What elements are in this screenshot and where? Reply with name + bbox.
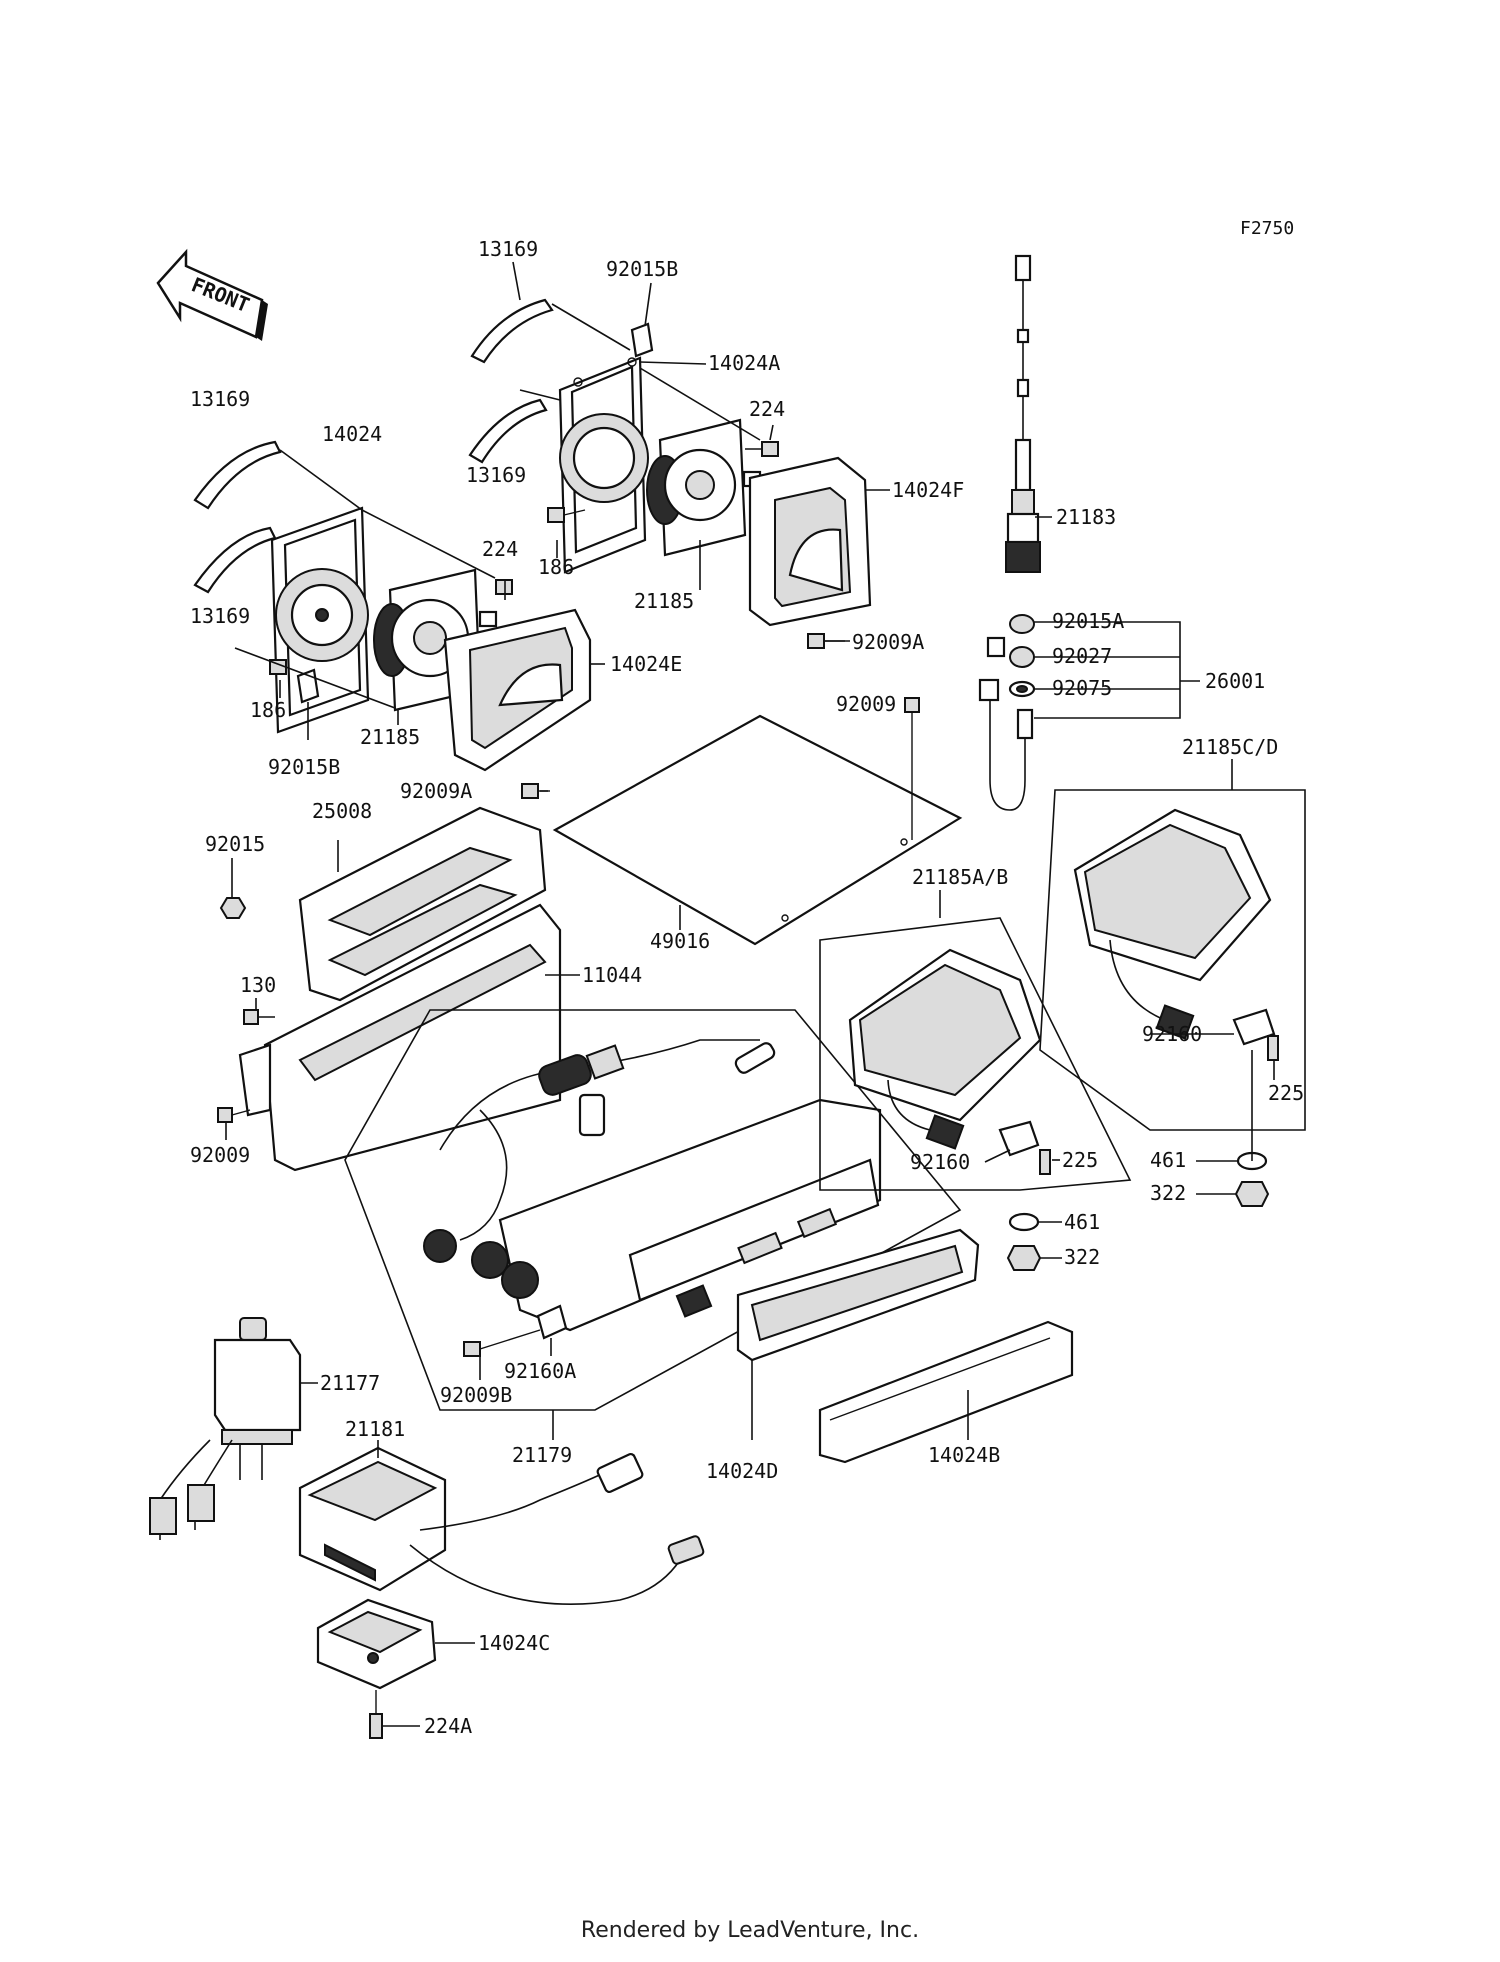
label-461-right: 461 xyxy=(1150,1148,1186,1172)
label-21185AB: 21185A/B xyxy=(912,865,1008,889)
amplifier-21181 xyxy=(298,1446,705,1605)
label-25008: 25008 xyxy=(312,799,372,823)
label-11044: 11044 xyxy=(582,963,642,987)
label-92015A: 92015A xyxy=(1052,609,1124,633)
front-arrow-icon: FRONT xyxy=(156,248,268,341)
label-92009B: 92009B xyxy=(440,1383,512,1407)
nut-92015 xyxy=(219,897,247,919)
screw-224A xyxy=(369,1690,383,1739)
screw-92009B xyxy=(463,1329,541,1357)
label-21185CD: 21185C/D xyxy=(1182,735,1278,759)
label-225-right: 225 xyxy=(1268,1081,1304,1105)
label-13169-mid: 13169 xyxy=(466,463,526,487)
bracket-92015B-top xyxy=(630,322,654,358)
label-92027: 92027 xyxy=(1052,644,1112,668)
label-21177: 21177 xyxy=(320,1371,380,1395)
label-14024F: 14024F xyxy=(892,478,964,502)
label-224A: 224A xyxy=(424,1714,472,1738)
label-130: 130 xyxy=(240,973,276,997)
connector-92160-right xyxy=(1232,1008,1276,1046)
screw-224-top xyxy=(745,441,779,457)
screw-224-left xyxy=(495,579,513,595)
radio-unit-21179 xyxy=(498,1098,882,1332)
label-13169-left: 13169 xyxy=(190,387,250,411)
remote-21185CD xyxy=(1073,808,1272,1040)
label-21185-left: 21185 xyxy=(360,725,420,749)
label-21179: 21179 xyxy=(512,1443,572,1467)
label-14024A: 14024A xyxy=(708,351,780,375)
washer-461-mid xyxy=(1008,1212,1040,1232)
speaker-21185-top xyxy=(646,418,762,557)
screw-225-mid xyxy=(1039,1149,1051,1175)
label-224-left: 224 xyxy=(482,537,518,561)
antenna-21183 xyxy=(1005,254,1041,573)
label-186-left: 186 xyxy=(250,698,286,722)
label-21181: 21181 xyxy=(345,1417,405,1441)
label-14024: 14024 xyxy=(322,422,382,446)
label-14024D: 14024D xyxy=(706,1459,778,1483)
nut-322-mid xyxy=(1006,1245,1042,1271)
label-186-mid: 186 xyxy=(538,555,574,579)
label-461-mid: 461 xyxy=(1064,1210,1100,1234)
label-92009A-mid: 92009A xyxy=(852,630,924,654)
clip-92160A xyxy=(536,1304,568,1340)
label-92009A-left: 92009A xyxy=(400,779,472,803)
label-92015B-left: 92015B xyxy=(268,755,340,779)
label-92015B-top: 92015B xyxy=(606,257,678,281)
label-14024E: 14024E xyxy=(610,652,682,676)
speaker-cover-14024F xyxy=(748,456,872,627)
screw-225-right xyxy=(1267,1035,1279,1061)
label-14024C: 14024C xyxy=(478,1631,550,1655)
leader-lines xyxy=(225,261,1275,1727)
plate-49016 xyxy=(552,714,963,946)
footer-credit: Rendered by LeadVenture, Inc. xyxy=(580,1918,920,1943)
washer-92075 xyxy=(1008,680,1036,698)
cover-14024B xyxy=(818,1320,1074,1464)
nut-322-right xyxy=(1234,1181,1270,1207)
connector-92160-mid xyxy=(998,1120,1040,1157)
screw-186-top xyxy=(547,507,586,523)
speaker-grille-14024 xyxy=(270,506,370,734)
switch-21177 xyxy=(149,1317,302,1540)
screw-130 xyxy=(243,1009,275,1025)
figure-code: F2750 xyxy=(1240,218,1294,239)
label-225-mid: 225 xyxy=(1062,1148,1098,1172)
cover-14024D xyxy=(736,1228,980,1362)
gasket-13169-top xyxy=(470,298,554,364)
label-92075: 92075 xyxy=(1052,676,1112,700)
part-labels: 13169 92015B 14024A 13169 14024 224 1316… xyxy=(190,237,1304,1738)
label-14024B: 14024B xyxy=(928,1443,1000,1467)
label-322-right: 322 xyxy=(1150,1181,1186,1205)
bracket-25008 xyxy=(298,806,547,1002)
label-322-mid: 322 xyxy=(1064,1245,1100,1269)
bracket-11044 xyxy=(238,903,562,1172)
gasket-13169-mid xyxy=(468,398,548,464)
label-26001: 26001 xyxy=(1205,669,1265,693)
washer-92015A xyxy=(1009,614,1035,634)
gasket-13169-left xyxy=(193,440,282,510)
gasket-13169-low xyxy=(193,526,277,594)
label-13169-low: 13169 xyxy=(190,604,250,628)
cover-14024C xyxy=(316,1598,437,1690)
spacer-92027 xyxy=(1009,646,1035,668)
label-224-mid: 224 xyxy=(749,397,785,421)
label-92009-left: 92009 xyxy=(190,1143,250,1167)
label-92160-mid: 92160 xyxy=(910,1150,970,1174)
label-92160-right: 92160 xyxy=(1142,1022,1202,1046)
label-92015: 92015 xyxy=(205,832,265,856)
screw-92009-left xyxy=(217,1107,251,1123)
screw-92009-top xyxy=(904,697,920,840)
label-21183: 21183 xyxy=(1056,505,1116,529)
wire-harness-21179 xyxy=(423,1039,776,1299)
label-92009-top: 92009 xyxy=(836,692,896,716)
antenna-cable-26001 xyxy=(978,636,1034,811)
label-21185-mid: 21185 xyxy=(634,589,694,613)
speaker-grille-14024A xyxy=(558,356,649,574)
label-92160A: 92160A xyxy=(504,1359,576,1383)
label-13169-top: 13169 xyxy=(478,237,538,261)
speaker-cover-14024E xyxy=(443,608,592,772)
label-49016: 49016 xyxy=(650,929,710,953)
